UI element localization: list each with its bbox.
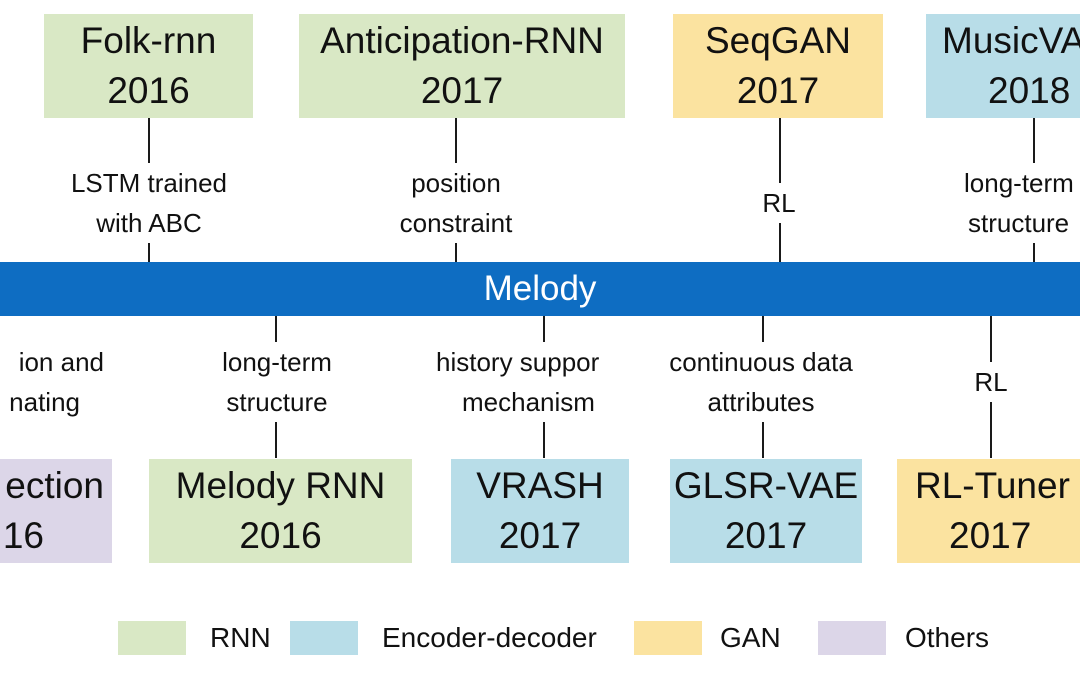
legend-swatch-rnn — [118, 621, 186, 655]
legend-swatch-others — [818, 621, 886, 655]
annotation-vrash: history suppor mechanism — [436, 342, 629, 422]
legend-label-encoder-decoder: Encoder-decoder — [382, 622, 597, 653]
model-name: Melody RNN — [175, 465, 386, 506]
model-year: 2017 — [949, 515, 1032, 556]
annotation-rl-tuner: RL — [968, 362, 1014, 402]
model-box-musicvae: MusicVA 2018 — [926, 14, 1080, 118]
model-name: Anticipation-RNN — [320, 20, 604, 61]
legend-label-rnn: RNN — [210, 622, 271, 653]
model-name: ection — [5, 465, 104, 506]
model-year: 2016 — [239, 515, 322, 556]
model-name: Folk-rnn — [80, 20, 217, 61]
model-box-melody-rnn: Melody RNN 2016 — [149, 459, 412, 563]
annotation-melody-rnn: long-term structure — [210, 342, 344, 422]
model-box-seqgan: SeqGAN 2017 — [673, 14, 883, 118]
annotation-seqgan: RL — [752, 183, 806, 223]
model-name: SeqGAN — [704, 20, 851, 61]
model-year: 2017 — [420, 70, 504, 111]
model-name: RL-Tuner — [915, 465, 1070, 506]
melody-timeline-bar: Melody — [0, 262, 1080, 316]
legend-swatch-gan — [634, 621, 702, 655]
model-box-partial-left: ection 16 — [0, 459, 112, 563]
model-box-rl-tuner: RL-Tuner 2017 — [897, 459, 1080, 563]
melody-bar-label: Melody — [483, 269, 597, 308]
model-name: VRASH — [476, 465, 604, 506]
model-name: MusicVA — [942, 20, 1080, 61]
legend-label-gan: GAN — [720, 622, 781, 653]
model-box-vrash: VRASH 2017 — [451, 459, 629, 563]
annotation-anticipation-rnn: position constraint — [380, 163, 532, 243]
annotation-partial-left: ion and nating — [0, 342, 104, 422]
model-box-glsr-vae: GLSR-VAE 2017 — [670, 459, 862, 563]
model-year: 2018 — [988, 70, 1071, 111]
model-box-anticipation-rnn: Anticipation-RNN 2017 — [299, 14, 625, 118]
legend-swatch-encoder-decoder — [290, 621, 358, 655]
model-year: 2016 — [107, 70, 190, 111]
model-year: 2017 — [724, 515, 808, 556]
model-name: GLSR-VAE — [673, 465, 859, 506]
model-year: 2017 — [498, 515, 582, 556]
model-box-folk-rnn: Folk-rnn 2016 — [44, 14, 253, 118]
annotation-musicvae: long-term structure — [960, 163, 1080, 243]
annotation-glsr-vae: continuous data attributes — [650, 342, 872, 422]
annotation-folk-rnn: LSTM trained with ABC — [48, 163, 250, 243]
model-year: 16 — [2, 515, 44, 556]
model-year: 2017 — [736, 70, 820, 111]
legend-label-others: Others — [905, 622, 990, 653]
